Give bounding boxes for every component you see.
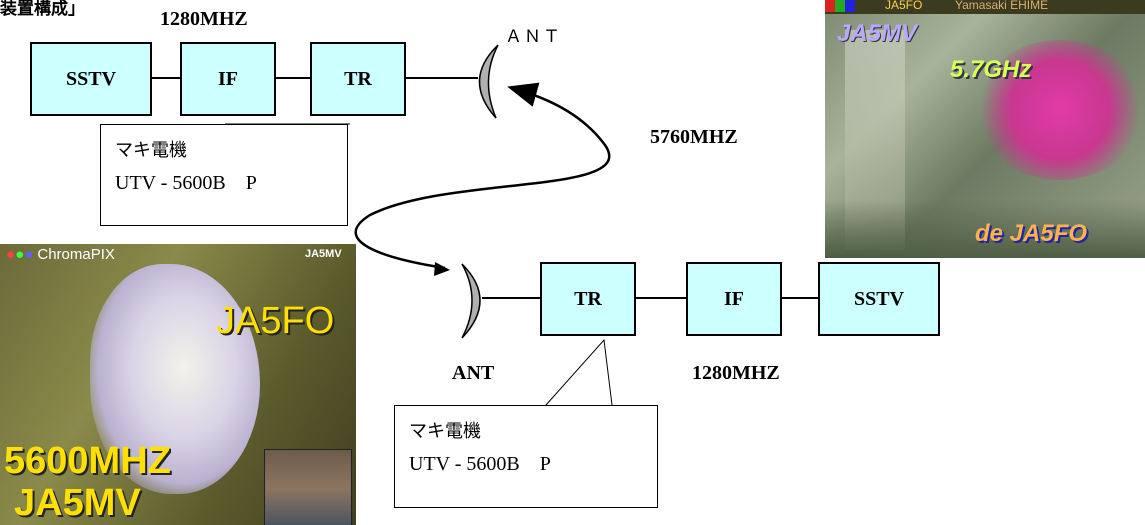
- right-image-flowers: [975, 40, 1145, 180]
- top-callout: マキ電機 UTV - 5600B P: [100, 124, 348, 226]
- right-image-header-bar: [825, 0, 1145, 14]
- left-image-call: JA5FO: [216, 300, 335, 342]
- right-image-band: 5.7GHz: [950, 56, 1032, 83]
- left-image-corner-call: JA5MV: [305, 248, 342, 260]
- right-image-call-top: JA5MV: [837, 20, 918, 47]
- left-image-call-bottom: JA5MV: [14, 482, 141, 524]
- bottom-callout-model: UTV - 5600B P: [409, 453, 551, 475]
- bottom-sstv-box: SSTV: [818, 262, 940, 336]
- left-image-operator-photo: [264, 449, 352, 525]
- antenna-dish-bottom: [461, 263, 481, 339]
- top-callout-model: UTV - 5600B P: [115, 172, 257, 194]
- callout-bottom-pointer: [545, 338, 613, 406]
- sstv-image-left: ●●● ChromaPIX JA5MV JA5FO 5600MHZ JA5MV: [0, 244, 356, 525]
- top-sstv-box: SSTV: [30, 42, 152, 116]
- bottom-callout-maker: マキ電機: [409, 421, 481, 442]
- right-image-header-call: JA5FO: [885, 0, 923, 12]
- left-image-freq: 5600MHZ: [4, 440, 171, 482]
- left-image-brand-text: ChromaPIX: [37, 246, 115, 263]
- sstv-image-right: JA5FO Yamasaki EHIME JA5MV 5.7GHz de JA5…: [825, 0, 1145, 258]
- bottom-tr-box: TR: [540, 262, 636, 336]
- left-image-brand: ●●● ChromaPIX: [6, 246, 115, 263]
- top-freq-label: 1280MHZ: [160, 8, 248, 30]
- top-callout-maker: マキ電機: [115, 140, 187, 161]
- diagram-title: 装置構成」: [0, 0, 85, 19]
- right-image-header-place: Yamasaki EHIME: [955, 0, 1049, 12]
- bottom-freq-label: 1280MHZ: [692, 362, 780, 384]
- link-freq-label: 5760MHZ: [650, 126, 738, 148]
- right-image-color-block: [825, 0, 835, 12]
- right-image-sign: de JA5FO: [975, 220, 1088, 247]
- antenna-dish-top: [478, 44, 499, 119]
- left-image-flower: [90, 264, 260, 494]
- bottom-callout: マキ電機 UTV - 5600B P: [394, 405, 658, 508]
- link-arrow: [354, 82, 611, 270]
- top-if-box: IF: [180, 42, 276, 116]
- link-arrow-head-bottom: [434, 262, 450, 276]
- top-tr-box: TR: [310, 42, 406, 116]
- bottom-if-box: IF: [686, 262, 782, 336]
- top-ant-label: ＡＮＴ: [505, 27, 562, 47]
- bottom-ant-label: ANT: [452, 362, 495, 384]
